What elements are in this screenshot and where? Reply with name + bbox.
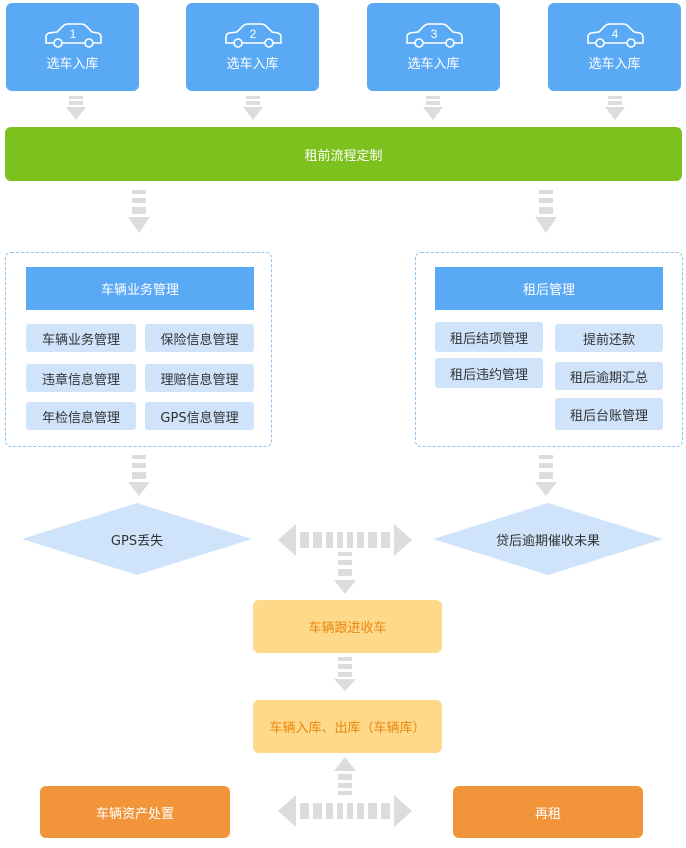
- car-icon: 1: [44, 23, 102, 48]
- car-label: 选车入库: [588, 57, 641, 72]
- vehicle-management-title: 车辆业务管理: [26, 267, 254, 310]
- arrow-icon: [243, 96, 263, 120]
- up-arrow-icon: [334, 757, 356, 795]
- post-rent-title: 租后管理: [435, 267, 663, 310]
- car-label: 选车入库: [226, 57, 279, 72]
- car-number: 4: [611, 27, 618, 41]
- violation-info-chip: 违章信息管理: [26, 364, 136, 392]
- car-label: 选车入库: [46, 57, 99, 72]
- car-icon: 2: [224, 23, 282, 48]
- vehicle-follow-repossess-box: 车辆跟进收车: [253, 600, 442, 653]
- vehicle-business-chip: 车辆业务管理: [26, 324, 136, 352]
- arrow-icon: [128, 190, 150, 233]
- post-rent-default-chip: 租后违约管理: [435, 358, 543, 388]
- car-number: 1: [69, 27, 76, 41]
- overdue-collection-failed-label: 贷后逾期催收未果: [495, 533, 600, 549]
- gps-lost-label: GPS丢失: [110, 533, 164, 549]
- car-number: 2: [249, 27, 256, 41]
- vehicle-asset-disposal-box: 车辆资产处置: [40, 786, 230, 838]
- annual-inspection-chip: 年检信息管理: [26, 402, 136, 430]
- car-icon: 4: [586, 23, 644, 48]
- car-box-4: 4 选车入库: [548, 3, 681, 91]
- claims-info-chip: 理赔信息管理: [145, 364, 254, 392]
- post-rent-closure-chip: 租后结项管理: [435, 322, 543, 352]
- arrow-icon: [535, 455, 557, 496]
- arrow-icon: [605, 96, 625, 120]
- pre-rent-customization-bar: 租前流程定制: [5, 127, 682, 181]
- car-box-3: 3 选车入库: [367, 3, 500, 91]
- insurance-info-chip: 保险信息管理: [145, 324, 254, 352]
- post-rent-ledger-chip: 租后台账管理: [555, 398, 663, 430]
- car-number: 3: [430, 27, 437, 41]
- arrow-icon: [535, 190, 557, 233]
- gps-info-chip: GPS信息管理: [145, 402, 254, 430]
- post-rent-overdue-chip: 租后逾期汇总: [555, 362, 663, 390]
- arrow-icon: [128, 455, 150, 496]
- car-icon: 3: [405, 23, 463, 48]
- car-box-2: 2 选车入库: [186, 3, 319, 91]
- car-label: 选车入库: [407, 57, 460, 72]
- car-box-1: 1 选车入库: [6, 3, 139, 91]
- re-rent-box: 再租: [453, 786, 643, 838]
- arrow-icon: [334, 657, 356, 691]
- double-arrow-icon: [278, 524, 412, 594]
- arrow-icon: [66, 96, 86, 120]
- double-arrow-icon: [278, 795, 412, 827]
- early-repayment-chip: 提前还款: [555, 324, 663, 352]
- vehicle-storage-box: 车辆入库、出库（车辆库）: [253, 700, 442, 753]
- decision-diamond-right: [433, 503, 663, 575]
- decision-diamond-left: [22, 503, 252, 575]
- arrow-icon: [423, 96, 443, 120]
